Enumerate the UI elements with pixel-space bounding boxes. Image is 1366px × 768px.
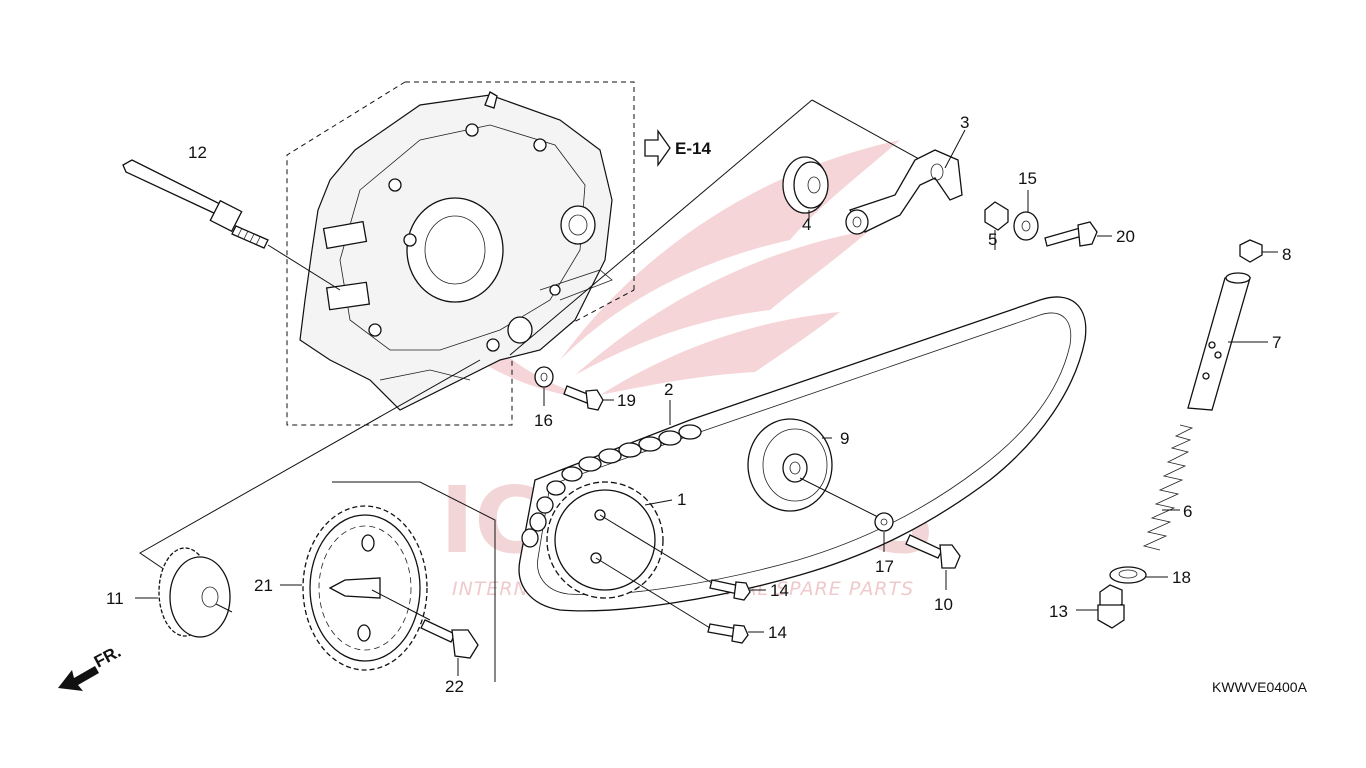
callout-4: 4 bbox=[802, 215, 811, 234]
front-direction-indicator: FR. bbox=[58, 642, 124, 691]
reference-arrow-e14: E-14 bbox=[644, 128, 711, 168]
callout-18: 18 bbox=[1172, 568, 1191, 587]
part-14-bolt-upper bbox=[599, 514, 766, 601]
part-14-bolt-lower bbox=[595, 557, 764, 644]
callout-2: 2 bbox=[664, 380, 673, 399]
part-22-bolt bbox=[420, 619, 479, 676]
crankcase bbox=[299, 91, 613, 411]
callout-3: 3 bbox=[960, 113, 969, 132]
crankcase-dash-top bbox=[405, 81, 635, 290]
front-label: FR. bbox=[91, 642, 124, 672]
part-8-cap bbox=[1239, 239, 1278, 263]
callout-8: 8 bbox=[1282, 245, 1291, 264]
callout-7: 7 bbox=[1272, 333, 1281, 352]
reference-arrow-icon bbox=[644, 128, 671, 168]
part-18-washer bbox=[1109, 566, 1168, 584]
part-19-bolt bbox=[563, 385, 614, 411]
part-6-spring bbox=[1142, 424, 1194, 551]
part-21-timing-sprocket bbox=[280, 481, 496, 682]
part-12-bolt bbox=[122, 159, 341, 291]
callout-14-upper: 14 bbox=[770, 581, 789, 600]
callout-17: 17 bbox=[875, 557, 894, 576]
callout-6: 6 bbox=[1183, 502, 1192, 521]
part-15-washer bbox=[1013, 190, 1039, 241]
part-5-collar bbox=[984, 201, 1009, 250]
callout-12: 12 bbox=[188, 143, 207, 162]
part-4-roller bbox=[782, 156, 829, 220]
callout-16: 16 bbox=[534, 411, 553, 430]
part-16-washer bbox=[534, 366, 554, 406]
crankcase-dash-left bbox=[286, 81, 513, 426]
part-9-guide-roller bbox=[747, 418, 881, 519]
callout-20: 20 bbox=[1116, 227, 1135, 246]
callout-22: 22 bbox=[445, 677, 464, 696]
chain-links bbox=[521, 424, 702, 548]
callout-11: 11 bbox=[106, 589, 124, 608]
part-3-tensioner-arm bbox=[845, 129, 966, 235]
part-13-bolt bbox=[1076, 584, 1125, 629]
crankcase-group bbox=[286, 81, 635, 426]
callout-9: 9 bbox=[840, 429, 849, 448]
part-20-bolt bbox=[1044, 221, 1112, 247]
callout-21: 21 bbox=[254, 576, 273, 595]
callout-5: 5 bbox=[988, 230, 997, 249]
part-17-washer bbox=[874, 512, 894, 552]
guide-line-sprocket-11 bbox=[139, 359, 481, 573]
arrow-front-icon bbox=[58, 666, 99, 691]
callout-19: 19 bbox=[617, 391, 636, 410]
part-7-tensioner-body bbox=[1187, 272, 1268, 411]
callout-1: 1 bbox=[677, 490, 686, 509]
reference-label: E-14 bbox=[675, 139, 711, 158]
callout-14-lower: 14 bbox=[768, 623, 787, 642]
part-11-crank-sprocket bbox=[135, 547, 233, 638]
callout-10: 10 bbox=[934, 595, 953, 614]
part-1-sprocket bbox=[546, 481, 673, 599]
guide-line-crankcase bbox=[509, 99, 813, 356]
callout-15: 15 bbox=[1018, 169, 1037, 188]
part-10-bolt bbox=[905, 534, 961, 590]
callouts: 1 2 3 4 5 6 7 8 9 10 11 12 13 14 14 15 1… bbox=[106, 113, 1291, 696]
diagram-code: KWWVE0400A bbox=[1212, 679, 1308, 695]
callout-13: 13 bbox=[1049, 602, 1068, 621]
